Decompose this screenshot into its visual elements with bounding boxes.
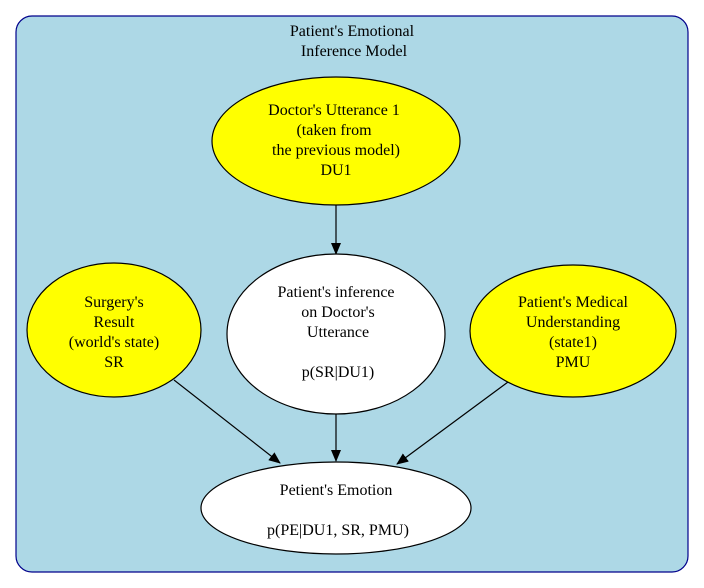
node-inference-line-1: Patient's inference	[277, 284, 394, 301]
node-sr-shape	[26, 262, 202, 398]
node-emotion-shape	[200, 461, 472, 555]
node-du1-line-3: the previous model)	[272, 142, 400, 159]
edge-sr-to-emotion	[173, 379, 281, 464]
cluster-title-line-1: Patient's Emotional	[290, 23, 415, 40]
node-du1-line-2: (taken from	[296, 122, 372, 139]
node-pmu-line-3: (state1)	[549, 334, 597, 351]
node-inference-line-3: Utterance	[307, 324, 369, 341]
edge-pmu-to-emotion	[396, 381, 509, 465]
node-pmu-line-1: Patient's Medical	[518, 294, 629, 311]
node-inference-line-2: on Doctor's	[301, 304, 375, 321]
node-pmu-line-2: Understanding	[526, 314, 620, 331]
node-medical-understanding: Patient's Medical Understanding (state1)…	[469, 264, 677, 398]
node-du1-shape	[211, 76, 461, 206]
node-patient-emotion: Petient's Emotion p(PE|DU1, SR, PMU)	[200, 461, 472, 555]
node-pmu-shape	[469, 264, 677, 398]
node-sr-line-1: Surgery's	[84, 294, 143, 311]
cluster-title-line-2: Inference Model	[301, 43, 408, 60]
node-surgery-result: Surgery's Result (world's state) SR	[26, 262, 202, 398]
node-emotion-line-3: p(PE|DU1, SR, PMU)	[267, 522, 409, 539]
edges	[173, 205, 509, 465]
node-inference-shape	[226, 253, 446, 415]
node-doctors-utterance: Doctor's Utterance 1 (taken from the pre…	[211, 76, 461, 206]
node-sr-line-4: SR	[104, 354, 124, 371]
node-pmu-line-4: PMU	[556, 354, 591, 371]
node-du1-line-4: DU1	[320, 162, 351, 179]
node-sr-line-3: (world's state)	[69, 334, 159, 351]
node-sr-line-2: Result	[94, 314, 135, 331]
node-patient-inference: Patient's inference on Doctor's Utteranc…	[226, 253, 446, 415]
node-emotion-line-1: Petient's Emotion	[280, 482, 393, 499]
node-du1-line-1: Doctor's Utterance 1	[268, 102, 400, 119]
node-inference-line-5: p(SR|DU1)	[302, 364, 375, 381]
